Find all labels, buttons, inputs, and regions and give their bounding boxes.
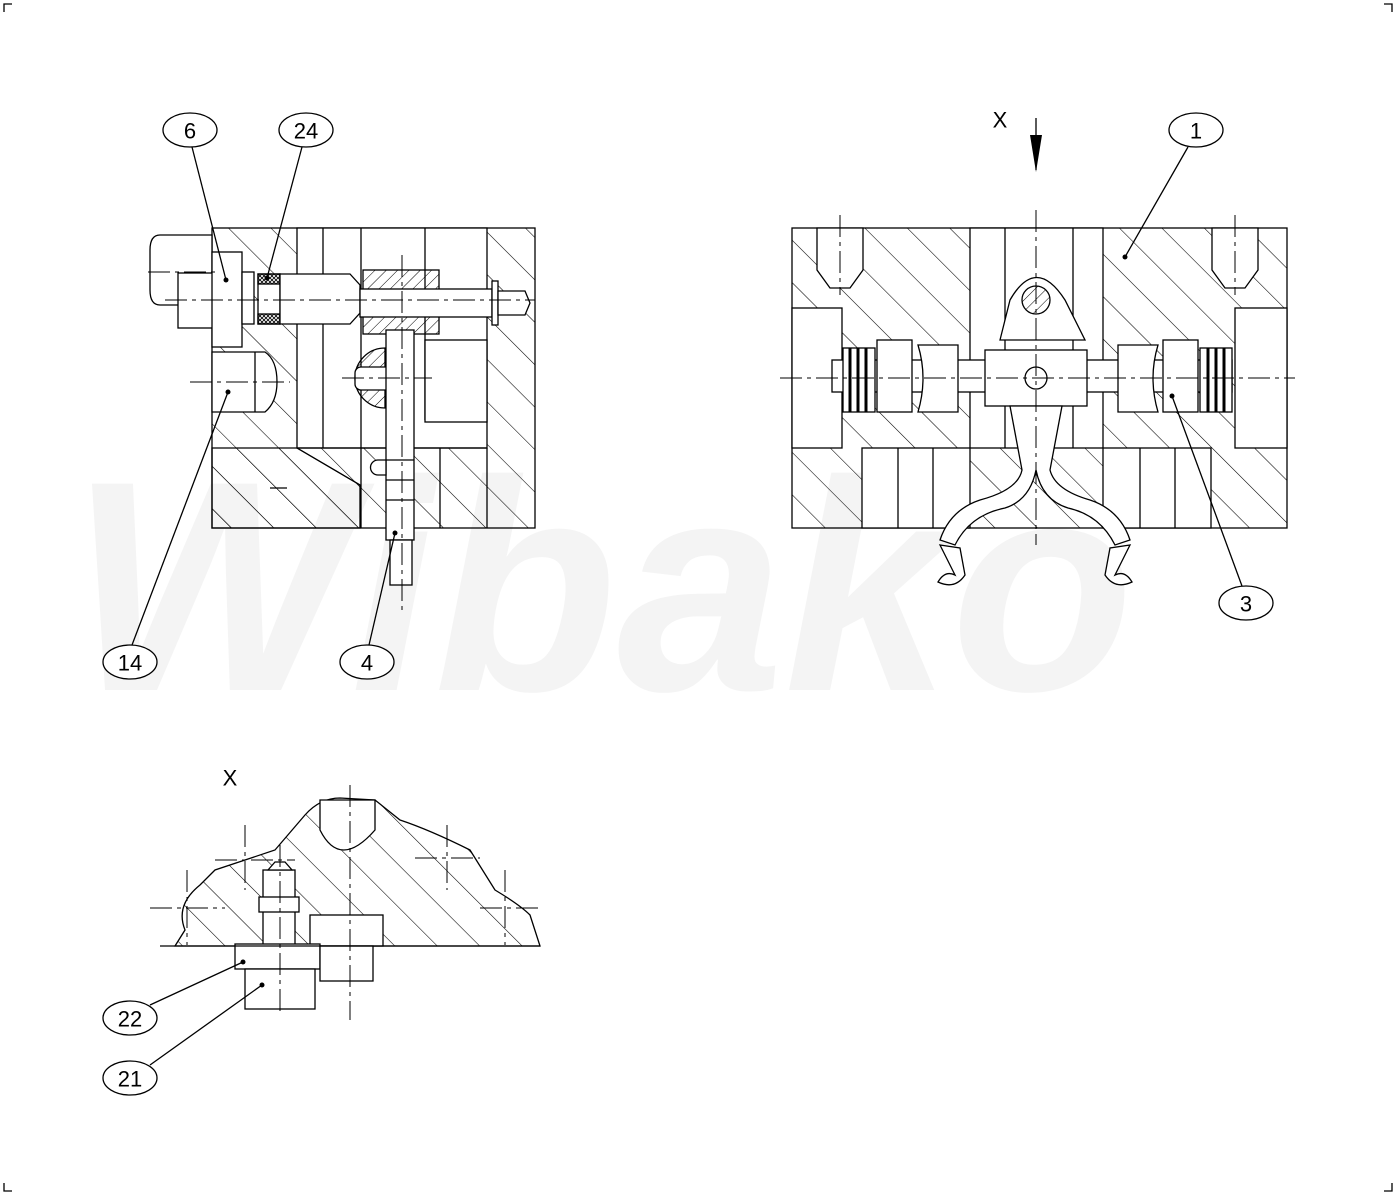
balloon-22: 22 [102,1000,158,1036]
leader-lines [131,146,1243,1066]
corner-marks [3,3,1393,1192]
balloon-6: 6 [162,112,218,148]
svg-text:14: 14 [118,651,142,676]
balloon-24: 24 [278,112,334,148]
svg-text:24: 24 [294,119,318,144]
left-section-view [148,227,536,610]
balloon-4: 4 [339,644,395,680]
svg-text:6: 6 [184,119,196,144]
svg-text:1: 1 [1190,119,1202,144]
svg-text:4: 4 [361,651,373,676]
leader-dots [223,254,1175,988]
view-arrow-label: X [993,108,1008,133]
view-x [150,785,541,1020]
right-section-view [780,118,1295,586]
view-x-title: X [223,766,238,791]
svg-text:21: 21 [118,1067,142,1092]
balloon-21: 21 [102,1060,158,1096]
balloon-1: 1 [1168,112,1224,148]
balloon-3: 3 [1218,585,1274,621]
svg-text:3: 3 [1240,592,1252,617]
balloon-14: 14 [102,644,158,680]
svg-text:22: 22 [118,1007,142,1032]
